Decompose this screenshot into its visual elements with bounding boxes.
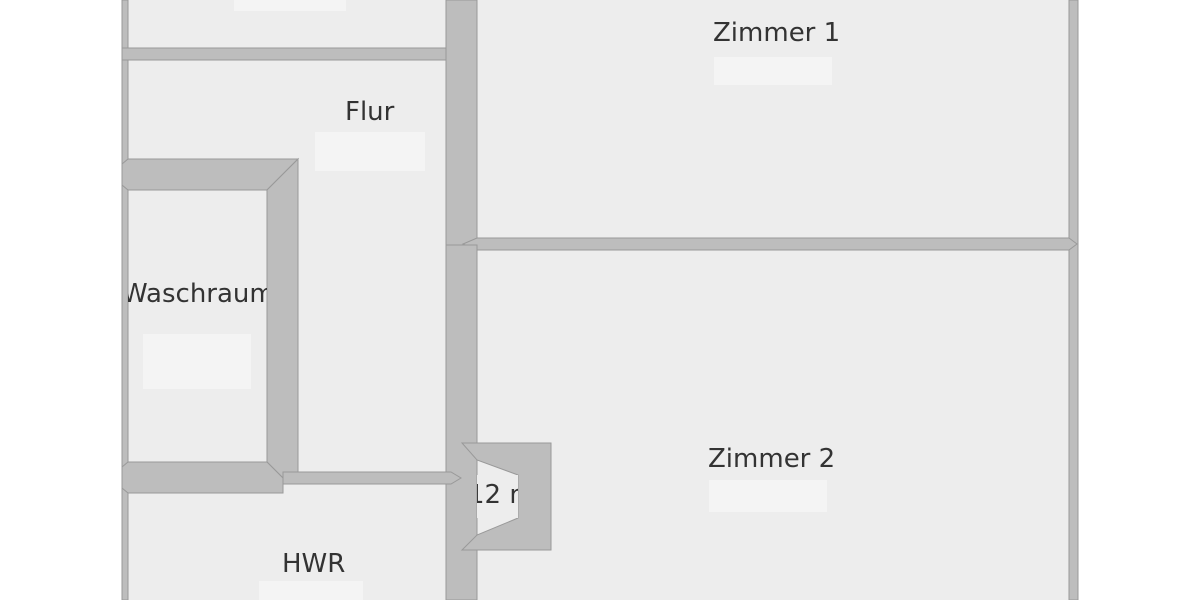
- room-floor-waschraum: [127, 190, 267, 462]
- shaft-label-clip: 12 m: [477, 475, 518, 518]
- wall-waschraum-bottom: [121, 461, 284, 494]
- room-floors: [127, 0, 1071, 600]
- room-label-flur: Flur: [345, 97, 395, 127]
- wall-left-outer: [121, 0, 129, 600]
- wall-top-horizontal: [121, 47, 462, 61]
- wall-flur-bottom: [282, 471, 462, 485]
- room-label-waschraum: Waschraum: [128, 279, 267, 309]
- wall-waschraum-right: [266, 157, 299, 479]
- room-area-box-flur: [315, 132, 425, 171]
- walls: [121, 0, 1079, 600]
- shaft-interior: [477, 475, 518, 518]
- room-floor-hwr: [127, 484, 447, 600]
- room-area-box-zimmer-2: [709, 480, 827, 512]
- room-area-box-waschraum: [143, 334, 251, 389]
- room-label-shaft: 12 m: [477, 480, 518, 510]
- room-label-waschraum-clip: Waschraum: [128, 270, 267, 310]
- room-area-box-hwr: [259, 581, 363, 600]
- wall-shaft: [460, 442, 552, 551]
- room-floor-zimmer-2: [477, 250, 1071, 600]
- room-label-zimmer-2: Zimmer 2: [708, 444, 836, 474]
- wall-right-outer: [1068, 0, 1079, 600]
- room-floor-zimmer-1: [477, 0, 1071, 240]
- room-area-box-top-left: [234, 0, 346, 11]
- wall-zimmer-divider: [461, 237, 1078, 251]
- room-area-box-zimmer-1: [714, 57, 832, 85]
- room-label-zimmer-1: Zimmer 1: [713, 18, 841, 48]
- room-label-hwr: HWR: [282, 549, 346, 579]
- wall-center-vertical-upper: [445, 0, 478, 246]
